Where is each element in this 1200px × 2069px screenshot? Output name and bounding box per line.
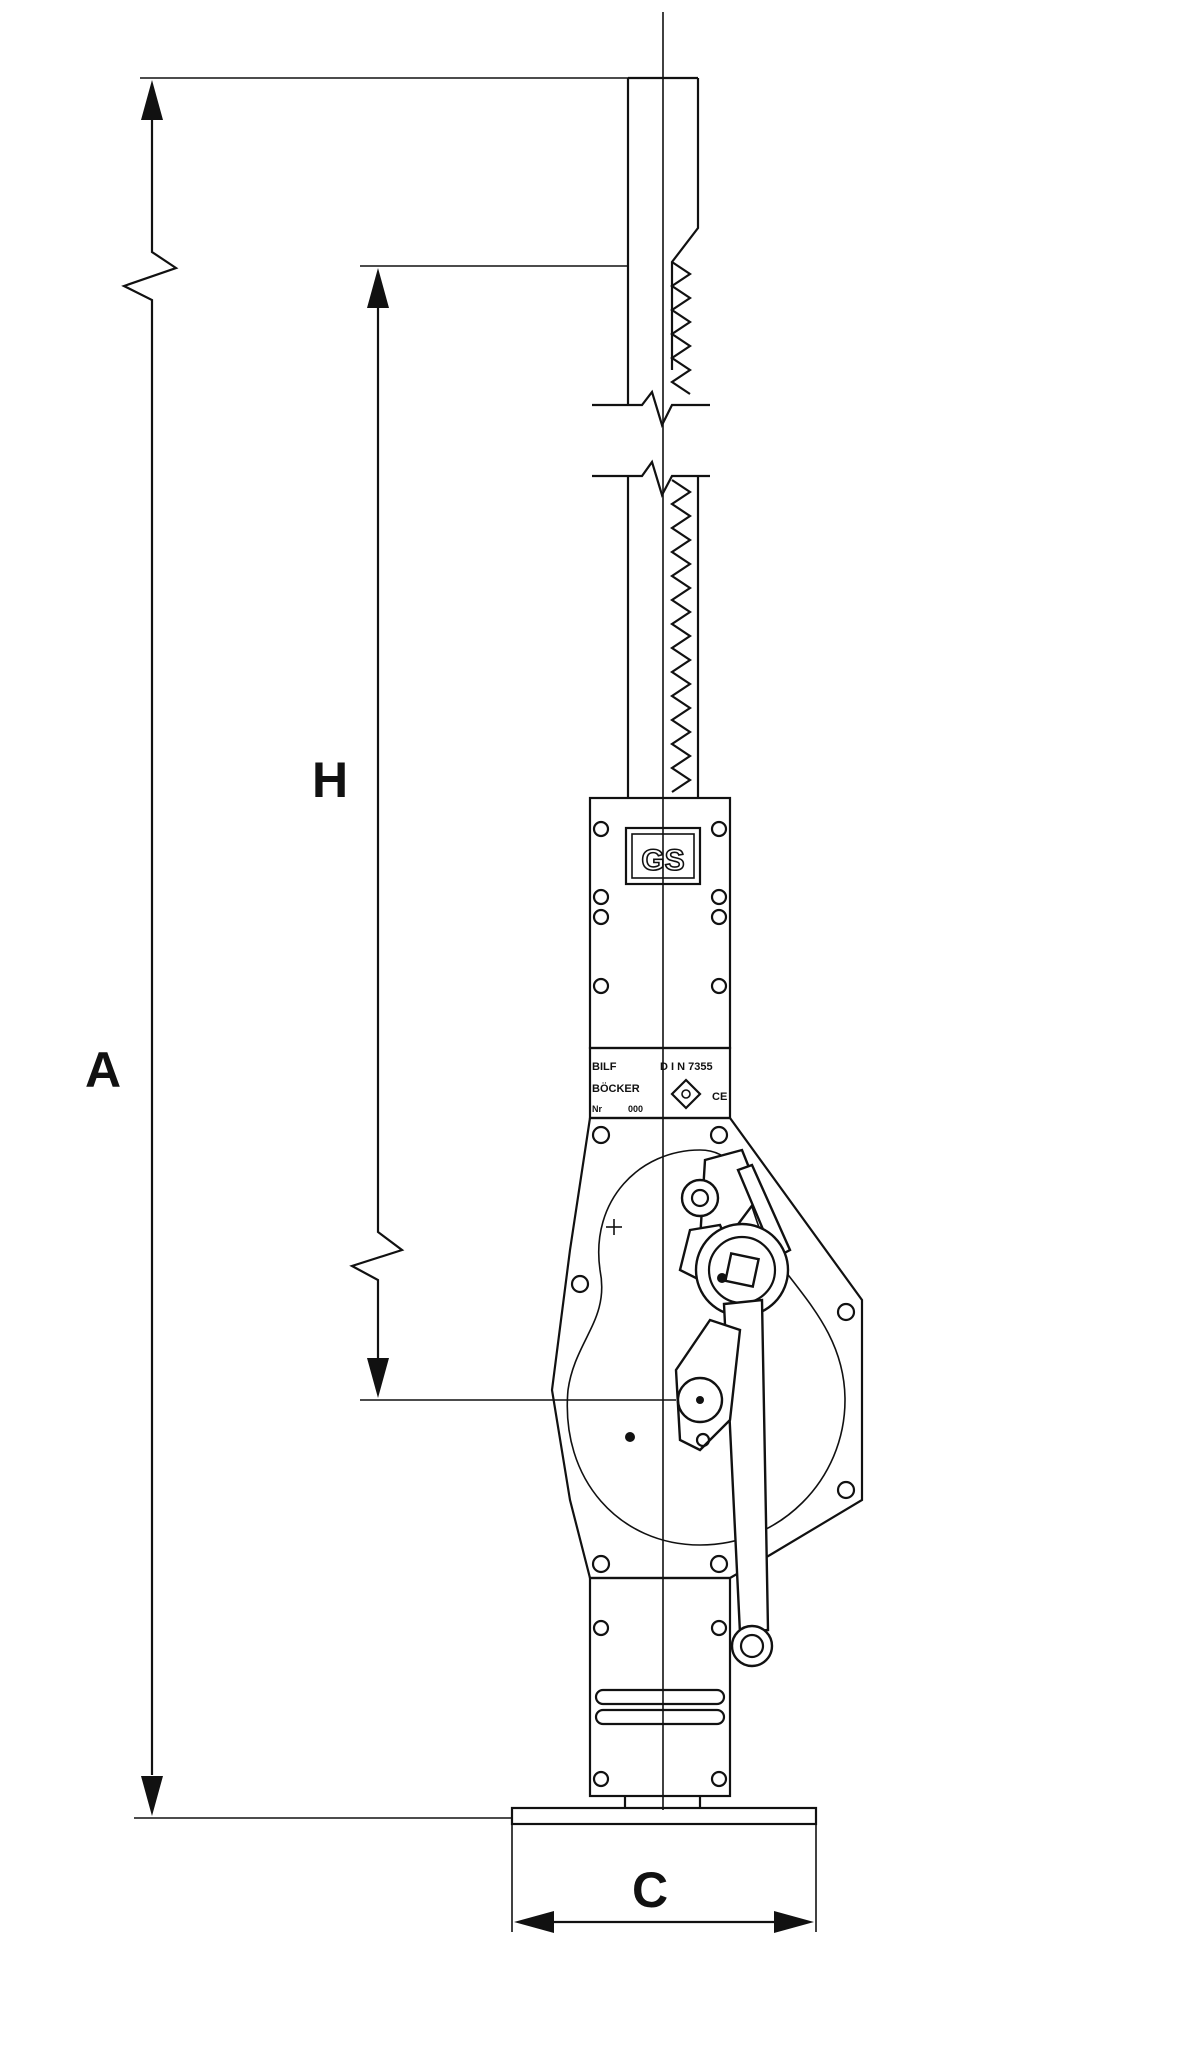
lower-housing (588, 1576, 732, 1808)
nameplate-line2-left: BÖCKER (592, 1082, 640, 1095)
dimension-h-label: H (312, 752, 348, 808)
break-line (592, 389, 710, 428)
nameplate-line1-left: BILF (592, 1061, 617, 1073)
nameplate-line3-mid: 000 (628, 1104, 643, 1114)
break-line (592, 459, 710, 498)
dimension-c: C (511, 1824, 817, 1933)
gs-mark: GS (624, 826, 702, 886)
rack-bar (592, 76, 710, 798)
nameplate-line1-right: D I N 7355 (660, 1061, 713, 1073)
nameplate: BILF D I N 7355 BÖCKER Nr 000 CE (588, 1046, 732, 1120)
lower-pinion (674, 1318, 742, 1452)
dimension-h: H (312, 265, 676, 1401)
crank-drive (694, 1222, 790, 1318)
dimension-c-label: C (632, 1862, 668, 1918)
upper-housing: GS (588, 796, 732, 1050)
gs-mark-text: GS (641, 844, 684, 877)
dimension-a: A (85, 77, 628, 1819)
nameplate-line3-left: Nr (592, 1104, 602, 1114)
dimension-a-label: A (85, 1042, 121, 1098)
ce-mark: CE (712, 1091, 727, 1103)
base-plate (510, 1806, 818, 1826)
diamond-mark (670, 1078, 702, 1110)
